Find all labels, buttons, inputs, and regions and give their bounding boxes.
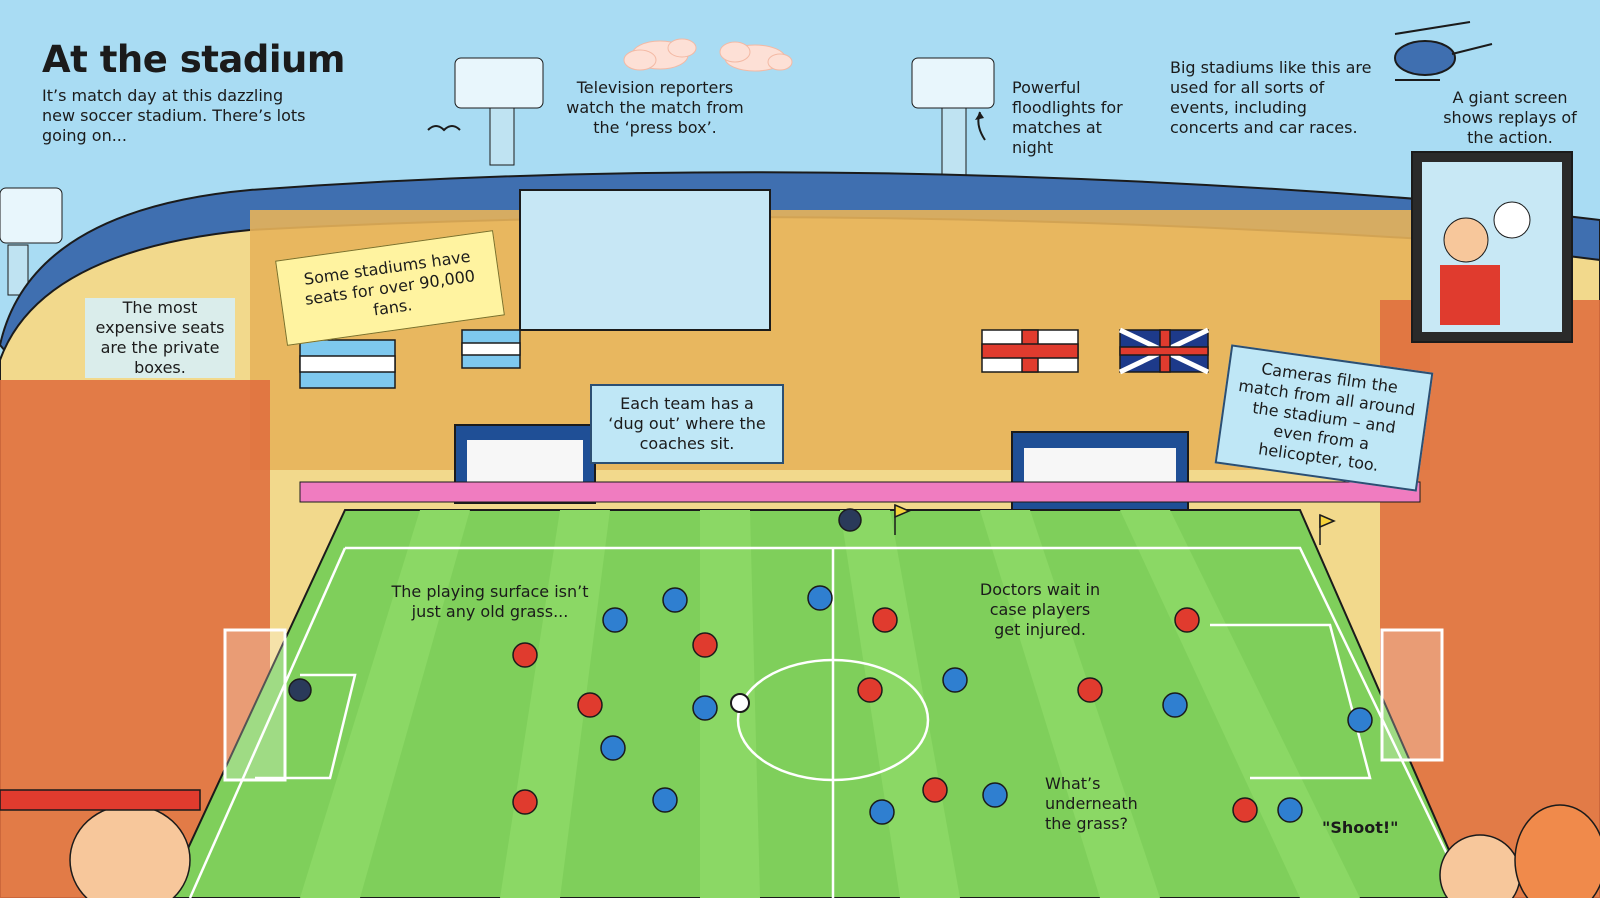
floodlight-far-left	[0, 187, 63, 296]
label-big-stadiums: Big stadiums like this are used for all …	[1170, 58, 1372, 137]
label-private-boxes: The most expensive seats are the private…	[85, 298, 235, 378]
giant-screen	[1411, 151, 1573, 343]
label-dug-out: Each team has a ‘dug out’ where the coac…	[590, 384, 784, 464]
floodlight-left	[454, 57, 544, 166]
clouds	[623, 38, 793, 72]
helicopter-icon	[1394, 21, 1493, 81]
flags	[299, 327, 1210, 389]
corner-flags	[894, 503, 1336, 545]
label-press-box: Television reporters watch the match fro…	[566, 78, 744, 137]
page-title: At the stadium	[42, 38, 345, 81]
press-box	[519, 189, 771, 331]
ball-icon	[730, 693, 750, 713]
pitch-markings	[188, 546, 1470, 898]
goal-right	[1380, 628, 1444, 762]
label-floodlights: Powerful floodlights for matches at nigh…	[1012, 78, 1123, 157]
arrow-head-icon	[975, 112, 984, 120]
players-red	[512, 607, 1258, 823]
goal-left	[223, 628, 287, 782]
ad-boards	[299, 481, 1421, 503]
label-playing-surface: The playing surface isn’t just any old g…	[391, 582, 589, 621]
seagull-icon	[427, 125, 461, 132]
floodlight-right	[911, 57, 995, 176]
label-giant-screen: A giant screen shows replays of the acti…	[1443, 88, 1577, 147]
label-underneath: What’s underneath the grass?	[1045, 774, 1138, 833]
players-blue	[600, 585, 1373, 825]
referee	[288, 508, 862, 702]
intro-text: It’s match day at this dazzling new socc…	[42, 86, 306, 145]
crowd	[0, 210, 1600, 898]
label-shoot: "Shoot!"	[1322, 818, 1399, 837]
foreground-fans	[0, 789, 1600, 898]
label-doctors: Doctors wait in case players get injured…	[979, 580, 1101, 639]
